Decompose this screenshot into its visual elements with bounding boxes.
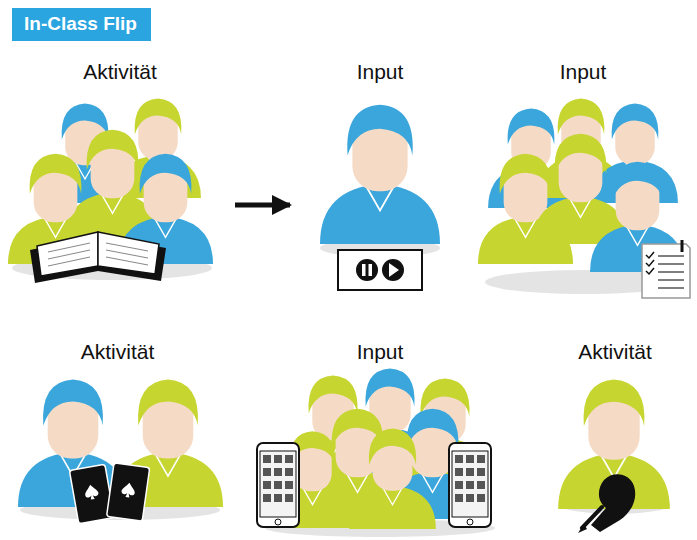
person-writing [558, 379, 670, 533]
flow-arrow [235, 203, 290, 208]
group-reading [8, 98, 213, 283]
group-document [478, 98, 690, 298]
panel-label: Aktivität [540, 340, 690, 364]
panel-label: Input [478, 60, 688, 84]
panel-label: Input [290, 60, 470, 84]
panel: Input [290, 60, 470, 295]
panel: Aktivität [5, 340, 230, 535]
panel: Aktivität [540, 340, 690, 535]
panel-label: Aktivität [5, 60, 235, 84]
panel-label: Input [250, 340, 510, 364]
presenter-video [320, 105, 440, 290]
panel: Input [478, 60, 688, 305]
panel-label: Aktivität [5, 340, 230, 364]
pair-cards [18, 379, 223, 523]
group-phones [257, 369, 491, 529]
panel: Aktivität [5, 60, 235, 285]
title-badge: In-Class Flip [12, 8, 151, 41]
panel: Input [250, 340, 510, 535]
